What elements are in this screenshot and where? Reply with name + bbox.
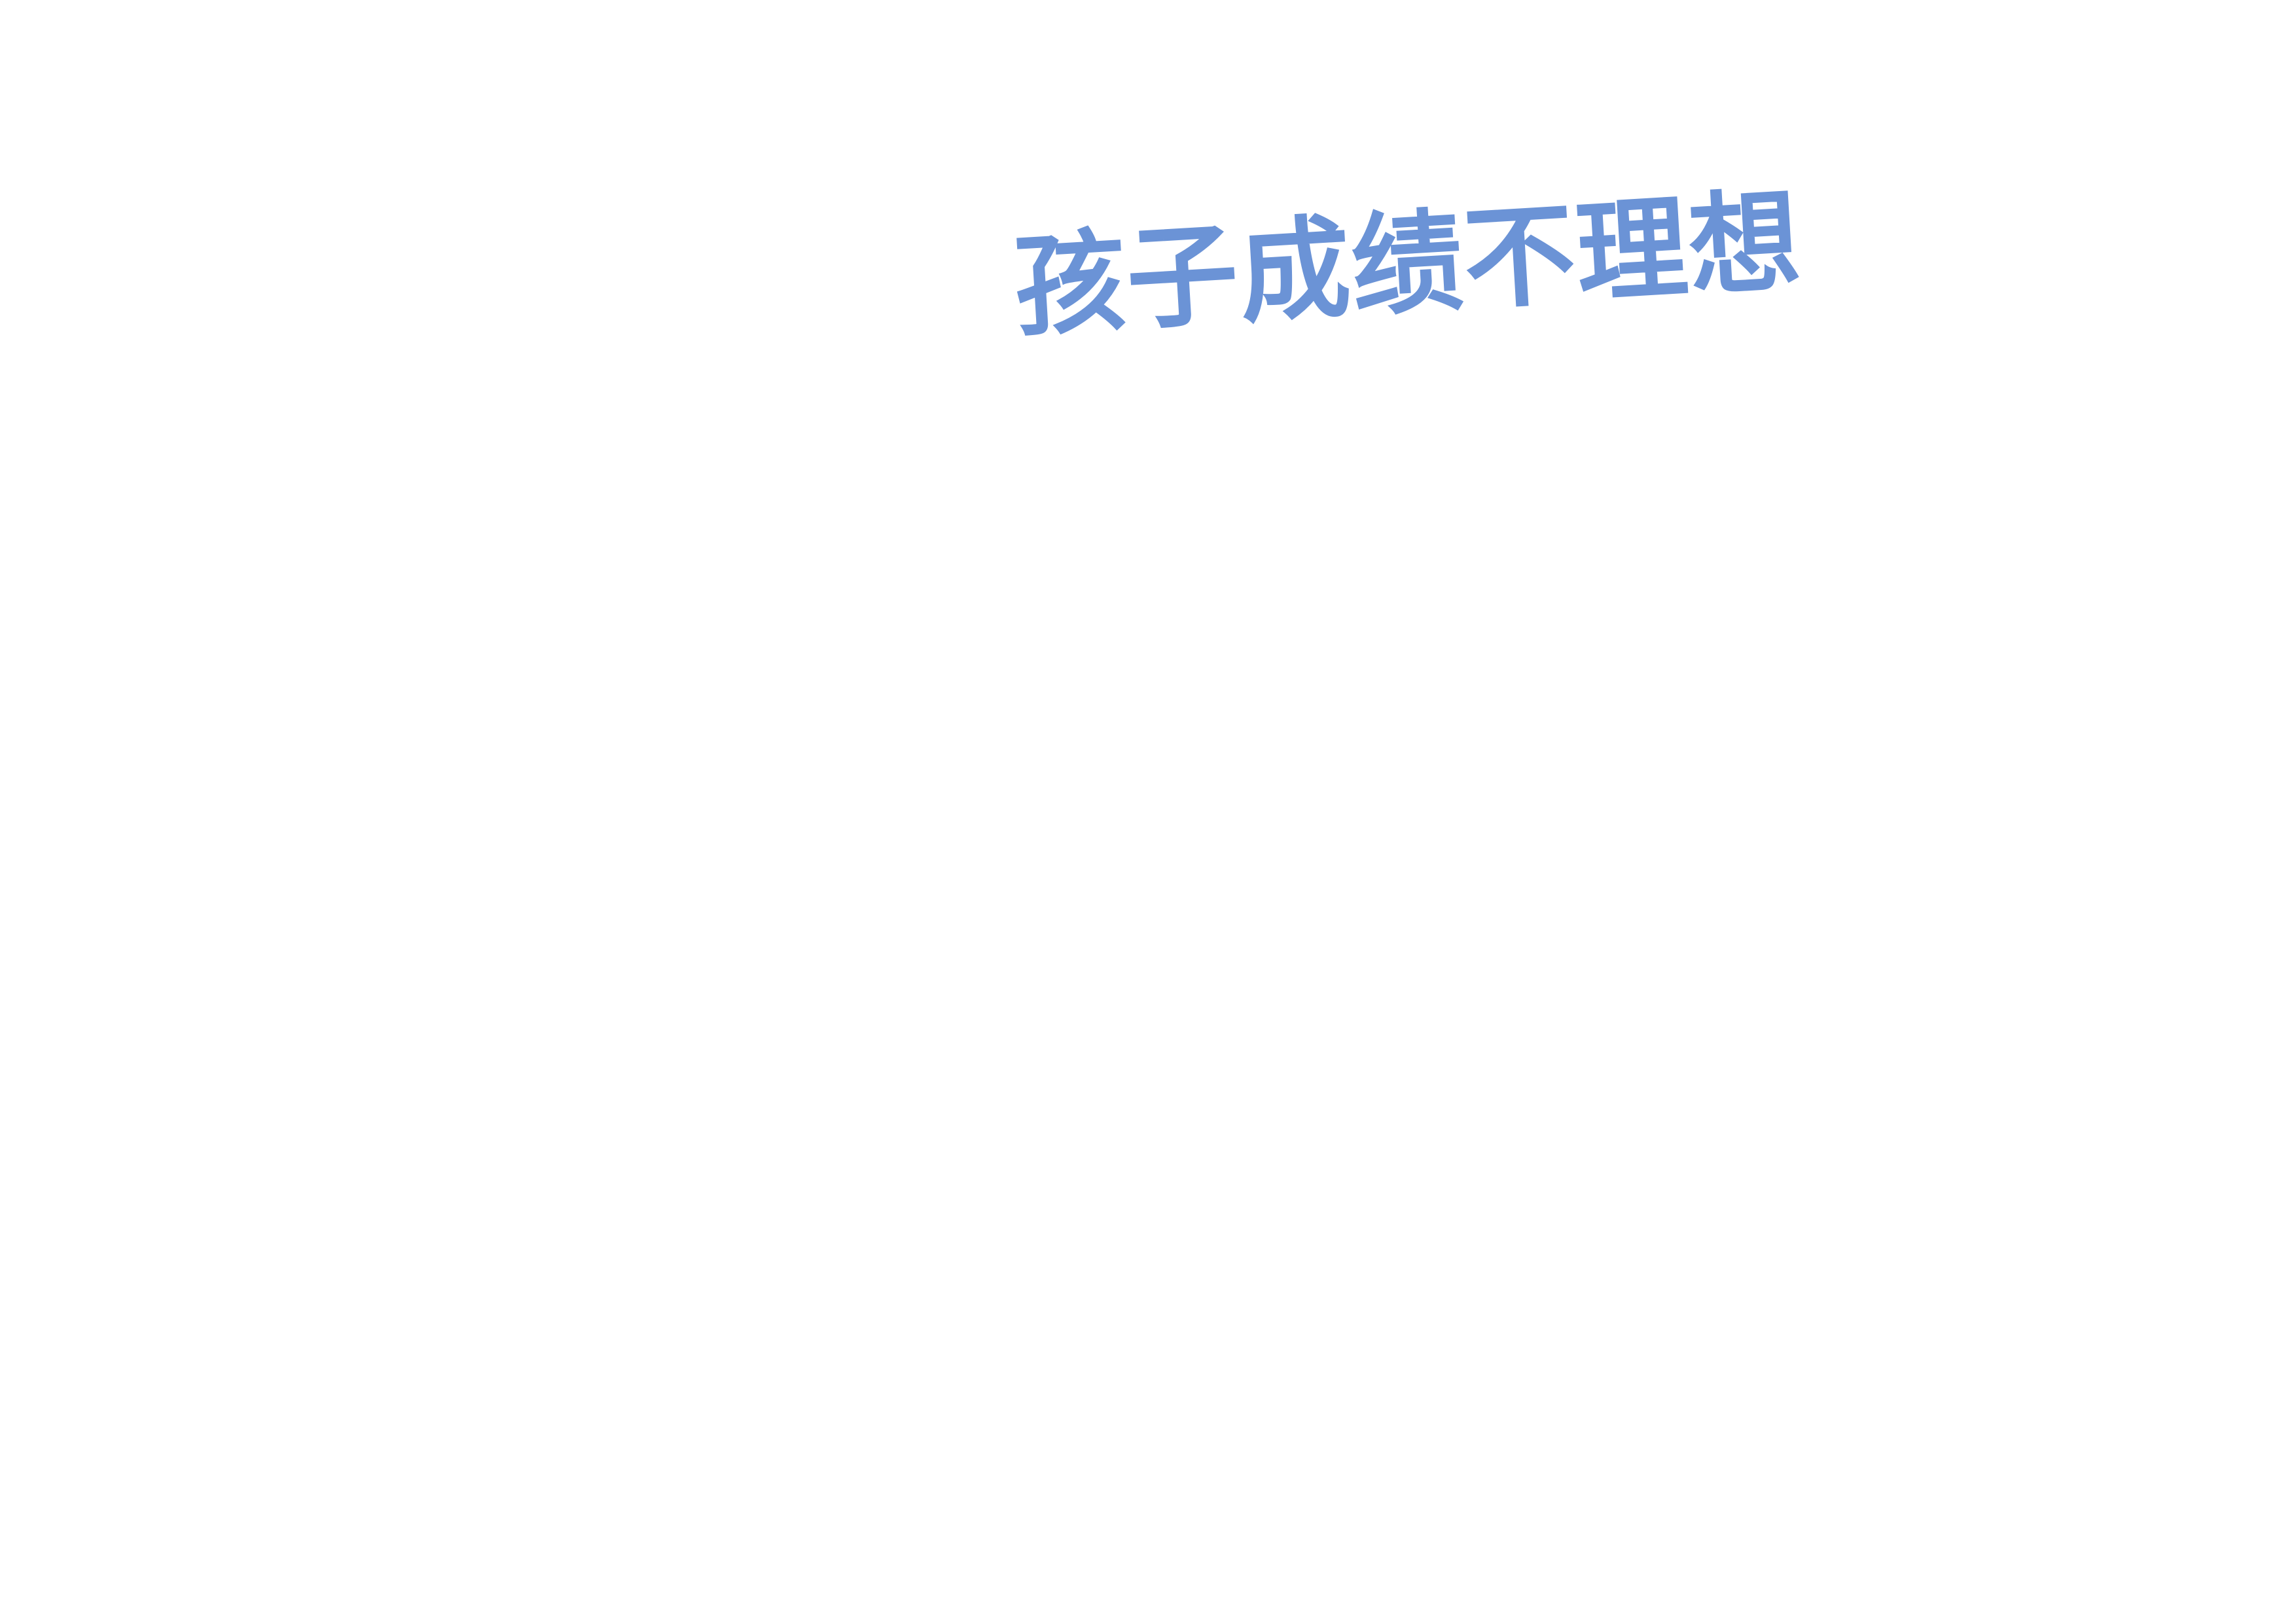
- headline-text: 孩子成绩不理想: [1011, 176, 1805, 353]
